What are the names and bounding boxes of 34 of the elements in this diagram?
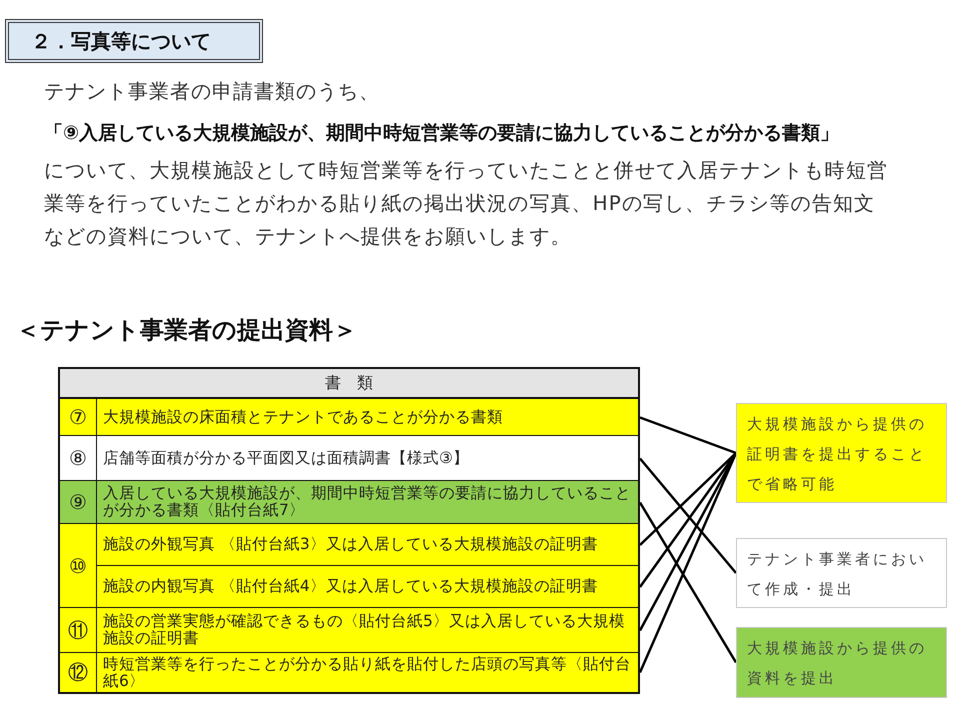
row-number: ⑦ xyxy=(60,399,97,435)
document-description: 施設の営業実態が確認できるもの〈貼付台紙5〉又は入居している大規模施設の証明書 xyxy=(102,611,626,649)
section-title: ２．写真等について xyxy=(31,28,211,54)
table-row xyxy=(60,436,638,481)
row-number: ⑨ xyxy=(60,481,97,523)
emphasized-text: 「⑨入居している大規模施設が、期間中時短営業等の要請に協力していることが分かる書類」 xyxy=(44,121,840,146)
connector-line xyxy=(640,416,736,454)
document-description: 施設の内観写真 〈貼付台紙4〉又は入居している大規模施設の証明書 xyxy=(102,576,599,597)
document-description: 施設の外観写真 〈貼付台紙3〉又は入居している大規模施設の証明書 xyxy=(102,534,599,555)
note-text: テナント事業者において作成・提出 xyxy=(747,549,928,600)
row-number: ⑧ xyxy=(60,436,97,480)
section-heading: ＜テナント事業者の提出資料＞ xyxy=(16,315,357,346)
note-text: 大規模施設から提供の資料を提出 xyxy=(747,638,928,689)
table-row xyxy=(60,524,638,608)
document-description: 入居している大規模施設が、期間中時短営業等の要請に協力していることが分かる書類〈貼付台紙7〉 xyxy=(102,483,632,521)
row-number: ⑫ xyxy=(60,653,97,692)
document-description: 店舗等面積が分かる平面図又は面積調書【様式③】 xyxy=(102,448,470,468)
body-text: について、大規模施設として時短営業等を行っていたことと併せて入居テナントも時短営業等を行っていたことがわかる貼り紙の掲出状況の写真、HPの写し、チラシ等の告知文などの資料について、テナントへ提供をお願いします。 xyxy=(44,157,889,250)
table-row xyxy=(60,481,638,524)
note-text: 大規模施設から提供の証明書を提出することで省略可能 xyxy=(747,414,928,495)
note-box xyxy=(736,627,947,698)
section-title-box xyxy=(5,19,263,63)
table-row xyxy=(60,399,638,436)
note-box xyxy=(736,403,947,503)
body-text: テナント事業者の申請書類のうち、 xyxy=(44,78,381,105)
column-header: 書 類 xyxy=(60,369,638,399)
connector-line xyxy=(639,458,737,574)
connector-line xyxy=(639,452,737,546)
table-row xyxy=(60,608,638,653)
note-box xyxy=(736,538,947,608)
document-description: 大規模施設の床面積とテナントであることが分かる書類 xyxy=(102,406,504,428)
connector-line xyxy=(638,502,738,664)
row-number: ⑪ xyxy=(60,608,97,652)
document-description: 時短営業等を行ったことが分かる貼り紙を貼付した店頭の写真等〈貼付台紙6〉 xyxy=(102,654,632,692)
